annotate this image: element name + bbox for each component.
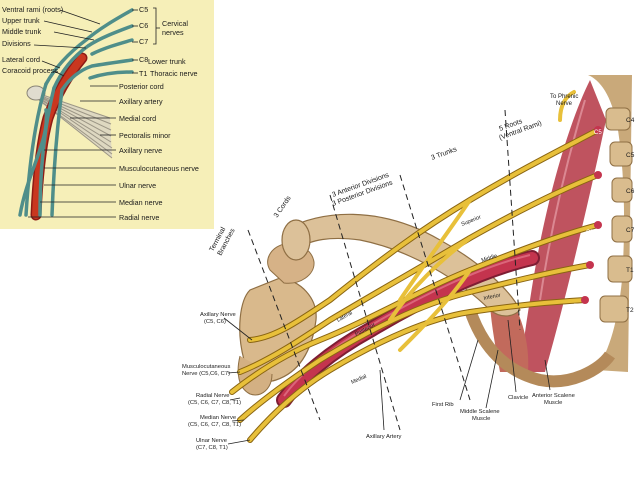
callout-middle-scalene: Middle Scalene <box>460 409 500 415</box>
label-divisions: Divisions <box>2 39 31 48</box>
callout-axillary-artery: Axillary Artery <box>366 434 402 440</box>
root-label-c7: C7 <box>586 230 594 236</box>
callout-median-nerve: Median Nerve <box>200 415 236 421</box>
vertebra-labels: C4 C5 C6 C7 T1 T2 <box>626 117 635 314</box>
c6-nerve <box>238 173 600 374</box>
label-median-nerve: Median nerve <box>119 198 163 207</box>
label-lateral-cord: Lateral cord <box>2 55 40 64</box>
c8-nerve <box>238 263 592 422</box>
label-posterior-cord: Posterior cord <box>119 82 164 91</box>
label-ventral-rami: Ventral rami (roots) <box>2 5 63 14</box>
label-superior-trunk: Superior <box>461 214 483 227</box>
inset-diagram: Ventral rami (roots) Upper trunk Middle … <box>0 0 214 229</box>
callout-leaders <box>223 317 551 445</box>
label-medial-cord: Medial cord <box>119 114 156 123</box>
c5-nerve <box>248 128 600 342</box>
root-label-c5: C5 <box>594 130 602 136</box>
callout-ulnar-roots: (C7, C8, T1) <box>196 445 228 451</box>
first-rib <box>464 308 615 388</box>
label-c8: C8 <box>139 55 148 64</box>
callout-median-roots: (C5, C6, C7, C8, T1) <box>188 422 241 428</box>
callout-ulnar-nerve: Ulnar Nerve <box>196 438 227 444</box>
label-lower-trunk: Lower trunk <box>148 57 186 66</box>
callout-middle-scalene-muscle: Muscle <box>472 416 490 422</box>
inset-nerves <box>18 8 134 217</box>
label-t1: T1 <box>139 69 147 78</box>
vertebra-label-t2: T2 <box>626 307 634 314</box>
label-c7: C7 <box>139 37 148 46</box>
root-labels: C5 C6 C7 C8 T1 <box>574 130 602 310</box>
callout-anterior-scalene: Anterior Scalene <box>532 393 575 399</box>
phrenic-branch <box>558 90 576 122</box>
header-cords: 3 Cords <box>273 195 293 220</box>
vertebra-label-c6: C6 <box>626 188 635 195</box>
callout-labels: Axillary Nerve (C5, C6) Musculocutaneous… <box>182 312 575 451</box>
label-upper-trunk: Upper trunk <box>2 16 40 25</box>
label-coracoid-process: Coracoid process <box>2 66 58 75</box>
callout-clavicle: Clavicle <box>508 395 528 401</box>
label-axillary-nerve: Axillary nerve <box>119 146 162 155</box>
vertebra-c4 <box>605 107 631 131</box>
callout-axillary-nerve-roots: (C5, C6) <box>204 319 226 325</box>
label-nerves: nerves <box>162 28 184 37</box>
callout-musculocutaneous: Musculocutaneous <box>182 364 230 370</box>
callout-musculocutaneous-roots: Nerve (C5,C6, C7) <box>182 371 230 377</box>
vertebra-label-t1: T1 <box>626 267 634 274</box>
label-middle-trunk: Middle <box>481 253 498 264</box>
vertebra-c7 <box>611 215 633 243</box>
callout-first-rib: First Rib <box>432 402 454 408</box>
label-medial-cord: Medial <box>350 374 367 386</box>
inset-leader-lines <box>28 7 160 218</box>
label-radial-nerve: Radial nerve <box>119 213 159 222</box>
region-dividers <box>247 109 521 431</box>
label-c5: C5 <box>139 5 148 14</box>
vertebra-t2 <box>599 295 629 323</box>
vertebra-label-c5: C5 <box>626 152 635 159</box>
vertebral-column <box>588 75 633 372</box>
label-middle-trunk: Middle trunk <box>2 27 42 36</box>
vertebra-label-c7: C7 <box>626 227 635 234</box>
inset-labels: Ventral rami (roots) Upper trunk Middle … <box>2 5 199 222</box>
label-cervical: Cervical <box>162 19 188 28</box>
anterior-scalene-muscle <box>520 80 606 372</box>
label-inferior-trunk: Inferior <box>483 292 501 301</box>
vertebra-c6 <box>611 177 633 203</box>
label-thoracic-nerve: Thoracic nerve <box>150 69 198 78</box>
brachial-plexus-nerves <box>230 90 600 442</box>
vertebra-label-c4: C4 <box>626 117 635 124</box>
header-phrenic-nerve: Nerve <box>556 101 573 107</box>
root-label-t1: T1 <box>574 304 582 310</box>
label-c6: C6 <box>139 21 148 30</box>
callout-axillary-nerve: Axillary Nerve <box>200 312 236 318</box>
header-to-phrenic: To Phrenic <box>550 94 578 100</box>
label-axillary-artery: Axillary artery <box>119 97 163 106</box>
root-label-c6: C6 <box>594 182 602 188</box>
root-markers <box>581 126 602 304</box>
shoulder-bones <box>237 213 521 396</box>
callout-radial-nerve: Radial Nerve <box>196 393 230 399</box>
callout-anterior-scalene-muscle: Muscle <box>544 400 562 406</box>
label-ulnar-nerve: Ulnar nerve <box>119 181 156 190</box>
label-musculocutaneous-nerve: Musculocutaneous nerve <box>119 164 199 173</box>
root-label-c8: C8 <box>578 272 586 278</box>
main-illustration: Terminal Branches 3 Cords 3 Anterior Div… <box>182 75 635 451</box>
label-pectoralis-minor: Pectoralis minor <box>119 131 171 140</box>
header-trunks: 3 Trunks <box>430 146 458 162</box>
callout-radial-roots: (C5, C6, C7, C8, T1) <box>188 400 241 406</box>
t1-nerve <box>248 298 587 442</box>
vertebra-c5 <box>609 141 633 167</box>
vertebra-t1 <box>607 255 633 283</box>
